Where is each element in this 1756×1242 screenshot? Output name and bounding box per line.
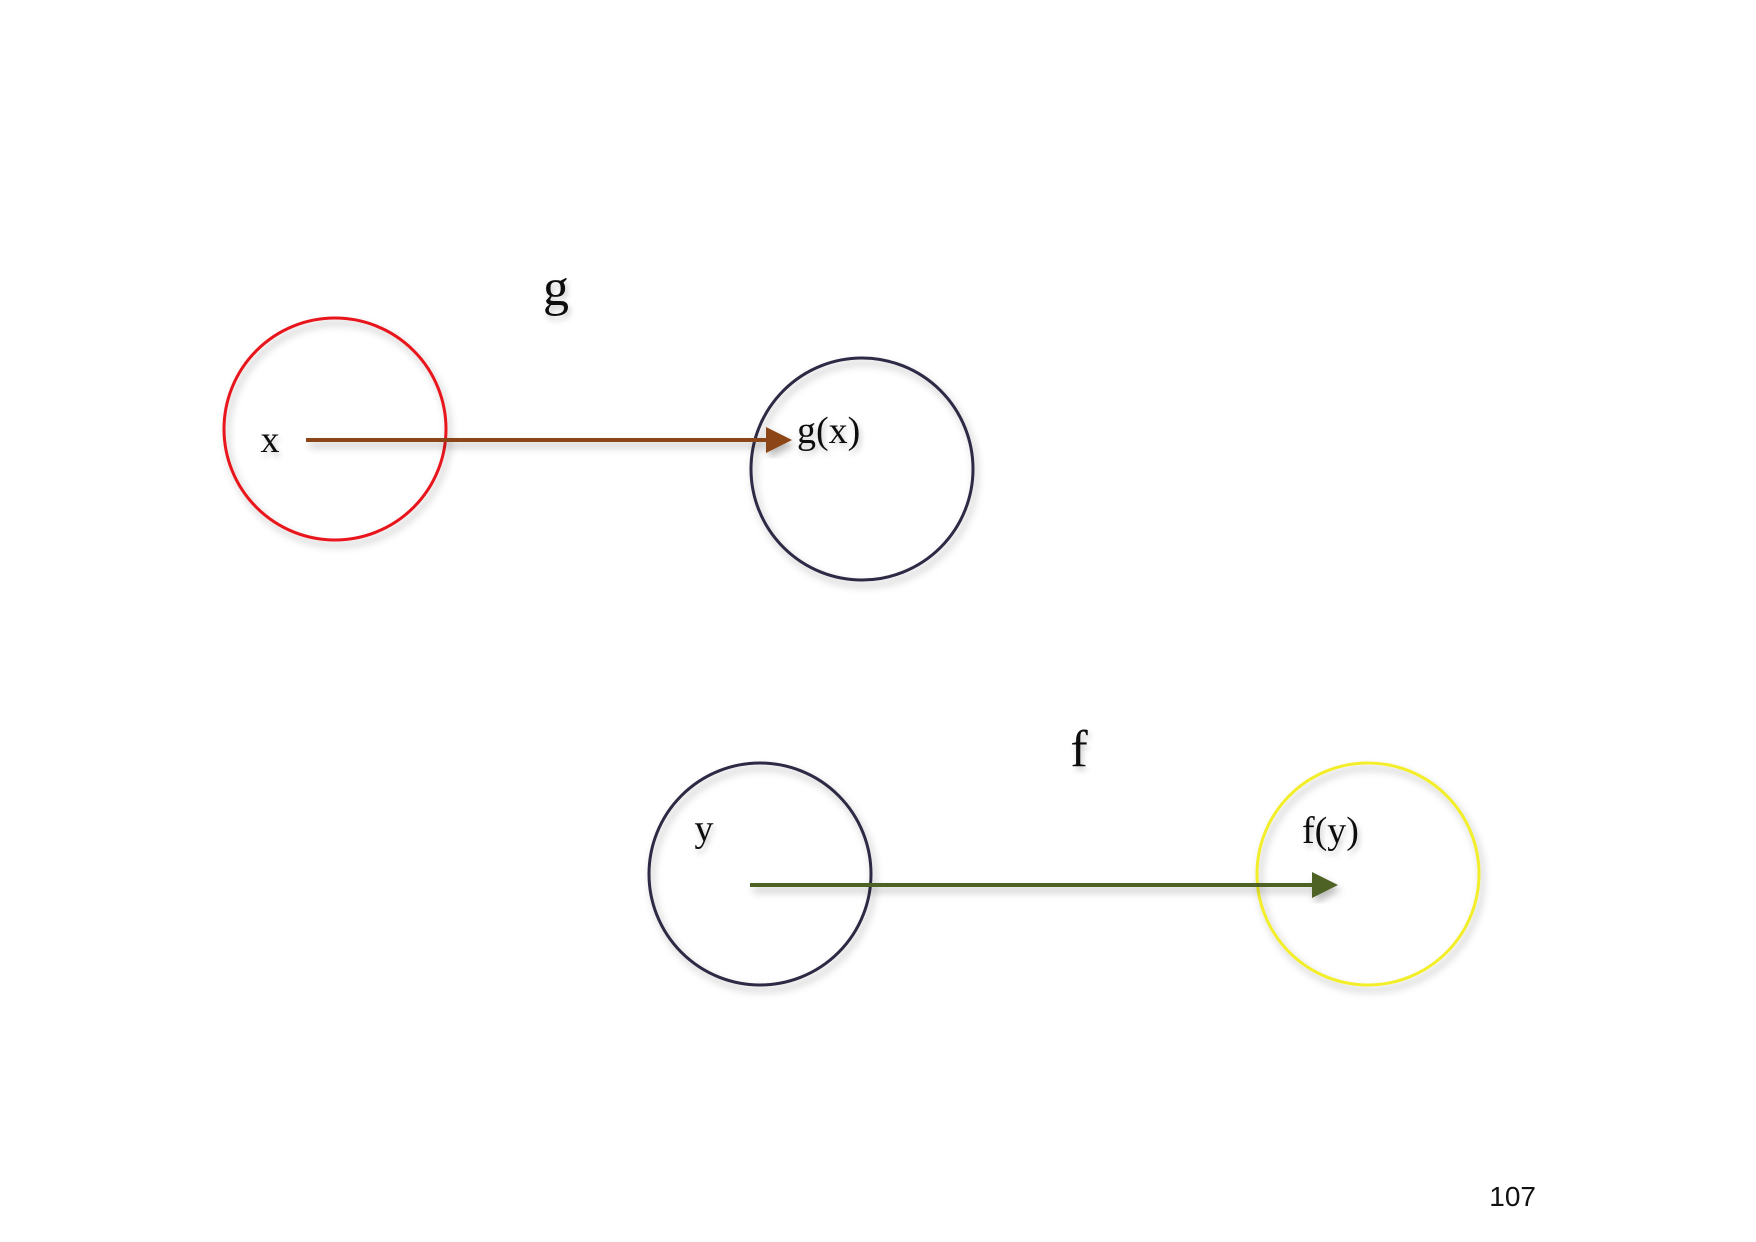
top-mapping: g x g(x) xyxy=(222,260,975,582)
arrow-g-head xyxy=(766,427,792,453)
arrow-g xyxy=(306,427,792,453)
source-set-y-circle xyxy=(647,761,873,987)
element-label-x: x xyxy=(261,419,280,461)
function-label-g: g xyxy=(543,260,569,317)
element-label-y: y xyxy=(695,808,714,850)
target-set-gx-circle xyxy=(749,356,975,582)
function-label-f: f xyxy=(1070,721,1088,778)
source-set-x-circle xyxy=(222,316,448,542)
arrow-f-head xyxy=(1312,872,1338,898)
element-label-fy: f(y) xyxy=(1302,810,1359,852)
page-number: 107 xyxy=(1489,1181,1536,1212)
arrow-f xyxy=(750,872,1338,898)
target-set-fy-circle xyxy=(1255,761,1481,987)
bottom-mapping: f y f(y) xyxy=(647,721,1481,987)
element-label-gx: g(x) xyxy=(797,410,860,452)
